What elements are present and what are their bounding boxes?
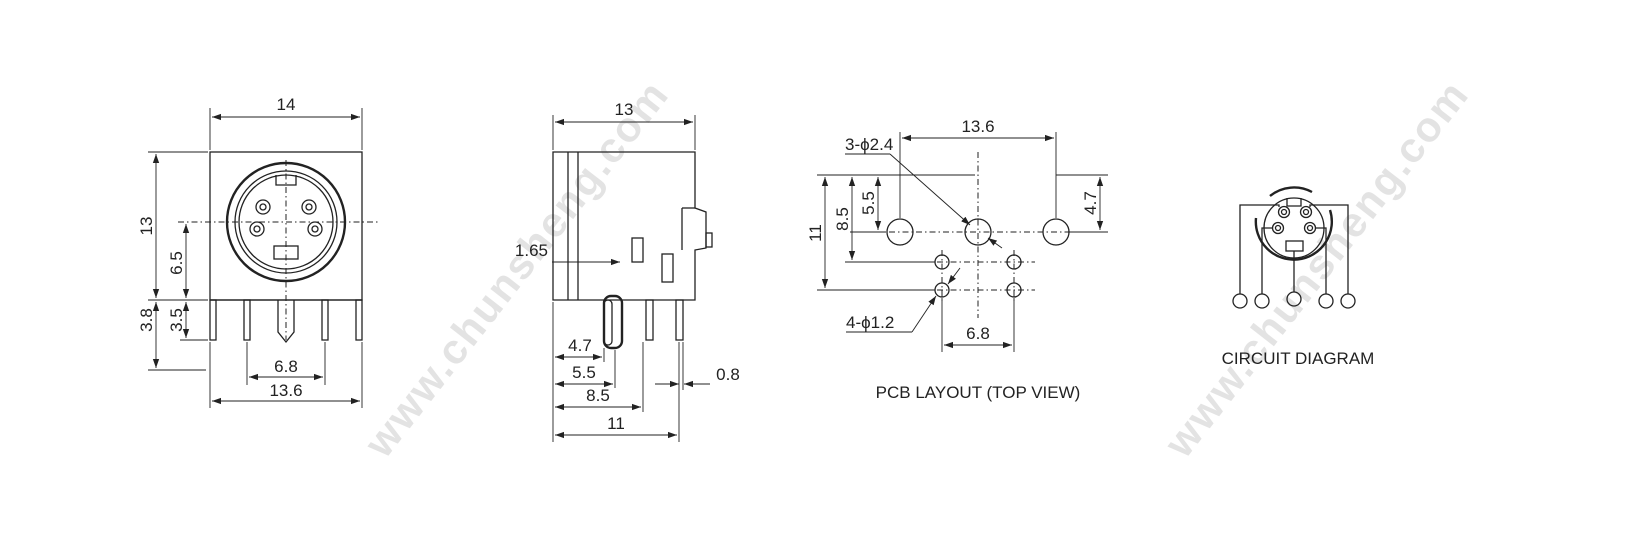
dim-side-11: 11 xyxy=(607,414,625,433)
dim-pcb-13-6: 13.6 xyxy=(961,117,994,136)
front-view: 14 13 6.5 3.8 3.5 6.8 13.6 xyxy=(137,95,378,408)
dim-side-0-8: 0.8 xyxy=(716,365,740,384)
dim-front-13-6: 13.6 xyxy=(269,381,302,400)
dim-front-6-5: 6.5 xyxy=(167,251,186,275)
watermark-right: www.chunsheng.com xyxy=(1154,71,1477,466)
dim-side-1-65: 1.65 xyxy=(515,241,548,260)
circuit-wires xyxy=(1239,204,1349,294)
dim-pcb-4-7: 4.7 xyxy=(1081,191,1100,215)
front-pin-holes xyxy=(249,199,323,260)
dim-pcb-5-5: 5.5 xyxy=(859,191,878,215)
dim-side-8-5: 8.5 xyxy=(586,386,610,405)
pcb-layout: 13.6 3-ϕ2.4 11 8.5 5.5 4.7 4-ϕ1.2 6.8 PC… xyxy=(806,117,1108,402)
dim-pcb-big-holes: 3-ϕ2.4 xyxy=(845,135,893,154)
dim-pcb-11: 11 xyxy=(806,224,825,242)
dim-front-width: 14 xyxy=(277,95,296,114)
dim-pcb-6-8: 6.8 xyxy=(966,324,990,343)
side-legs xyxy=(602,294,684,350)
circuit-diagram-caption: CIRCUIT DIAGRAM xyxy=(1222,349,1375,368)
dim-front-6-8: 6.8 xyxy=(274,357,298,376)
front-legs xyxy=(209,299,363,344)
dim-pcb-small-holes: 4-ϕ1.2 xyxy=(846,313,894,332)
svg-text:www.chunsheng.com: www.chunsheng.com xyxy=(1154,71,1477,466)
dim-side-4-7: 4.7 xyxy=(568,336,592,355)
dim-front-3-5: 3.5 xyxy=(167,308,186,332)
side-housing xyxy=(552,151,707,301)
dim-side-depth: 13 xyxy=(615,100,634,119)
dim-front-height: 13 xyxy=(137,217,156,236)
dim-side-5-5: 5.5 xyxy=(572,363,596,382)
front-shield-outer xyxy=(225,161,347,283)
circuit-terminals xyxy=(1232,291,1356,309)
dim-pcb-8-5: 8.5 xyxy=(833,207,852,231)
pcb-large-holes xyxy=(886,218,1070,246)
dim-front-3-8: 3.8 xyxy=(137,308,156,332)
side-view: 13 1.65 4.7 5.5 8.5 11 0.8 xyxy=(515,100,740,442)
pcb-layout-caption: PCB LAYOUT (TOP VIEW) xyxy=(876,383,1081,402)
circuit-diagram: CIRCUIT DIAGRAM xyxy=(1222,186,1375,368)
